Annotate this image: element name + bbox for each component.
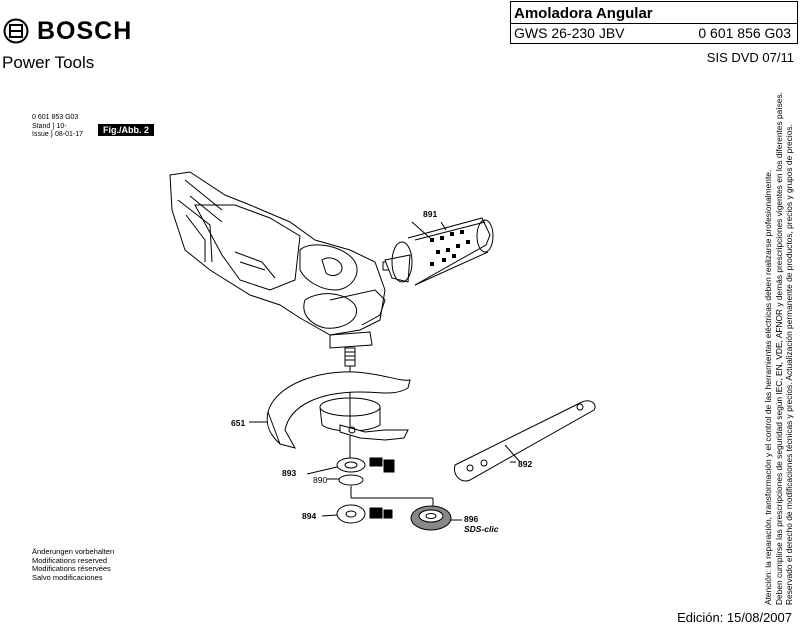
meta-issue: Issue } 08-01-17 (32, 131, 83, 138)
meta-number: 0 601 853 G03 (32, 114, 79, 121)
pin-spanner-icon (453, 400, 596, 482)
sds-clic-label: SDS-clic (464, 524, 499, 534)
mounting-flange-icon (336, 457, 434, 508)
edition-date: Edición: 15/08/2007 (677, 610, 792, 625)
part-890-label: 890 (313, 475, 327, 485)
part-891-label: 891 (423, 209, 437, 219)
spindle-icon (344, 347, 356, 465)
sds-clic-nut-icon (410, 505, 452, 531)
grinder-body-icon (169, 171, 386, 349)
bosch-logo-icon (3, 18, 29, 44)
figure-tag: Fig./Abb. 2 (98, 124, 154, 136)
legal-notice: Atención: la reparación, transformación … (763, 80, 800, 605)
wheel-guard-icon (266, 371, 411, 449)
part-892-label: 892 (518, 459, 532, 469)
clamping-nut-icon (336, 504, 393, 524)
legal-line: Atención: la reparación, transformación … (763, 169, 773, 605)
stand-label: Stand (32, 122, 51, 130)
modification-line: Salvo modificaciones (32, 572, 103, 582)
modification-line: Modifications reserved (32, 555, 108, 565)
meta-stand: Stand } 10- (32, 122, 67, 130)
subbrand: Power Tools (2, 53, 95, 72)
legal-line: Reservado el derecho de modificaciones t… (784, 124, 795, 605)
part-896-label: 896 (464, 514, 478, 524)
brand-name: BOSCH (37, 17, 133, 45)
model-name: GWS 26-230 JBV (514, 25, 625, 41)
sis-code: SIS DVD 07/11 (706, 50, 794, 65)
part-number: 0 601 856 G03 (698, 25, 791, 41)
modification-line: Änderungen vorbehalten (32, 547, 115, 556)
part-651-label: 651 (231, 418, 245, 428)
issue-label: Issue (32, 131, 49, 138)
modification-line: Modifications réservées (32, 564, 111, 574)
side-handle-icon (382, 217, 494, 286)
part-893-label: 893 (282, 468, 296, 478)
stand-value: 10- (56, 122, 67, 130)
legal-line: Deben cumplirse las prescripciones de se… (773, 92, 784, 605)
modifications-note: Änderungen vorbehalten Modifications res… (32, 547, 115, 582)
title-divider (511, 23, 797, 24)
meta-block: 0 601 853 G03 Stand } 10- Issue } 08-01-… (32, 114, 83, 140)
part-894-label: 894 (302, 511, 316, 521)
title-box: Amoladora Angular GWS 26-230 JBV 0 601 8… (510, 1, 798, 44)
document-title: Amoladora Angular (514, 5, 653, 22)
issue-value: 08-01-17 (54, 131, 83, 138)
